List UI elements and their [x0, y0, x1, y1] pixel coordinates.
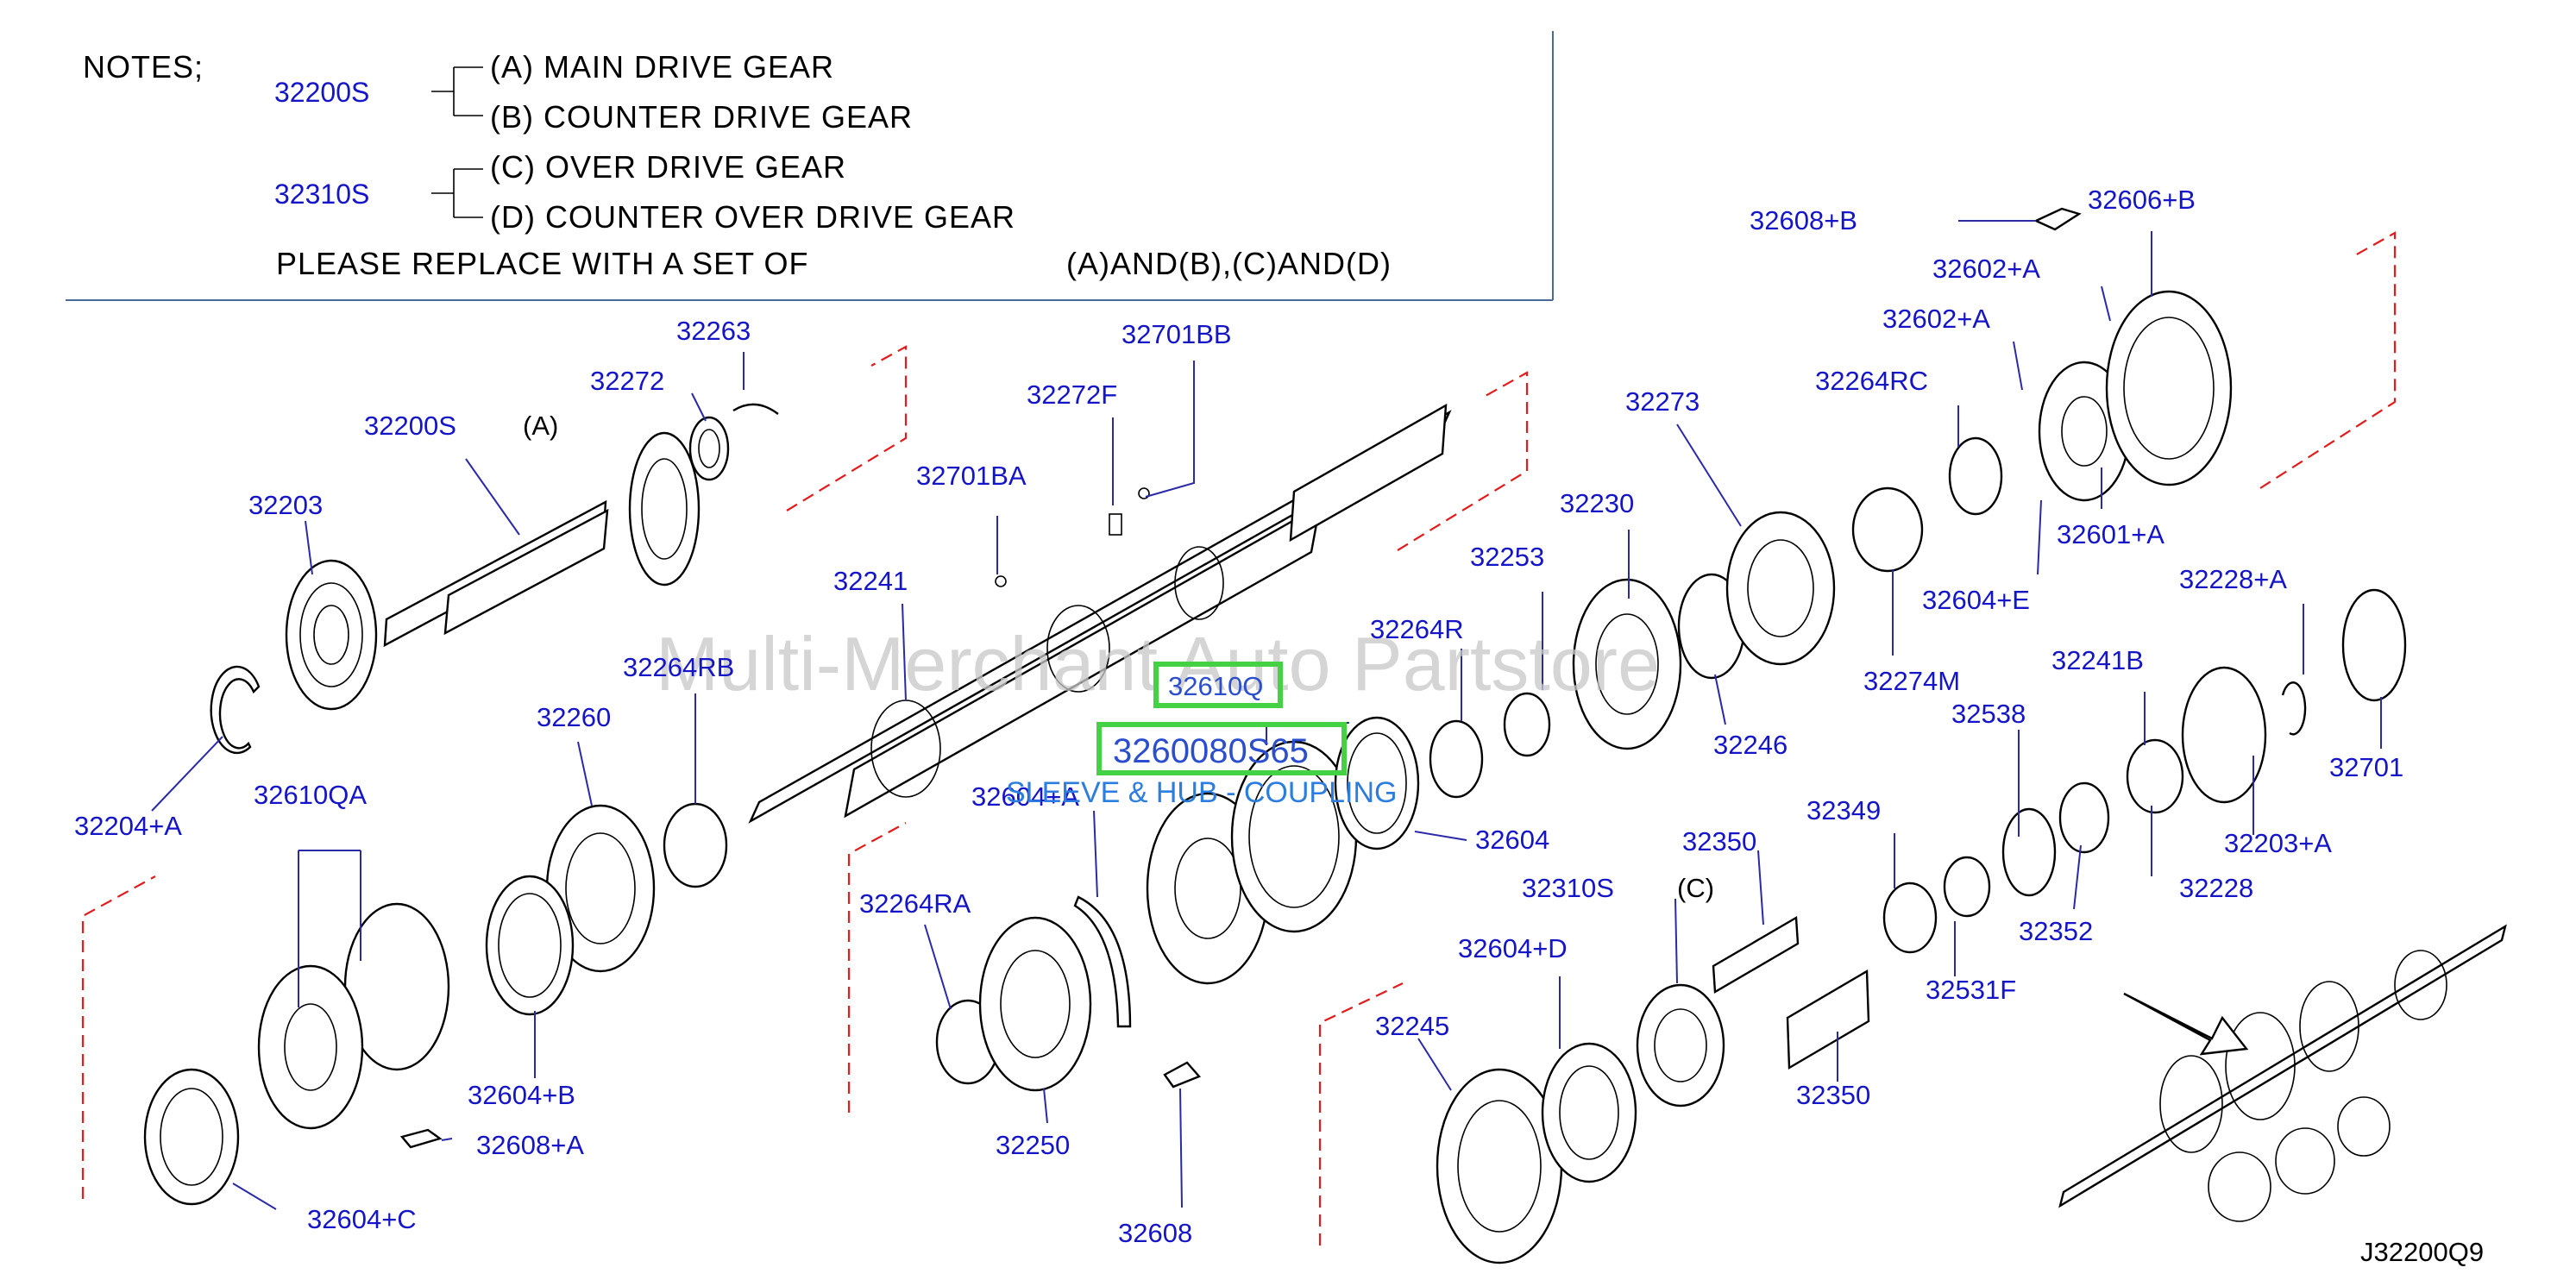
highlight-part-number[interactable]: 3260080S65: [1113, 732, 1309, 770]
part-label-32608A[interactable]: 32608+A: [476, 1130, 584, 1160]
main-shaft: [748, 403, 1452, 824]
section-label-c: (C): [1677, 873, 1714, 903]
part-label-32228[interactable]: 32228: [2179, 873, 2253, 903]
part-label-32604[interactable]: 32604: [1475, 825, 1549, 855]
highlight-part-number-suffix: 80S65: [1209, 732, 1309, 770]
highlight-box-32600: [1096, 722, 1347, 775]
sleeve-hub-coupling: [1146, 740, 1358, 985]
part-label-32272F[interactable]: 32272F: [1027, 380, 1117, 410]
bearing-32203: [285, 559, 378, 711]
insert-32608: [1163, 1061, 1202, 1089]
notes-line-c: (C) OVER DRIVE GEAR: [490, 149, 846, 185]
part-label-32310S[interactable]: 32310S: [1522, 873, 1614, 903]
highlight-description: SLEEVE & HUB - COUPLING: [1006, 776, 1397, 809]
part-label-32350-upper[interactable]: 32350: [1682, 826, 1756, 856]
leader-lines: [151, 220, 2382, 1210]
part-drawings: [143, 207, 2507, 1264]
coupling-32610QA: [257, 902, 450, 1130]
part-label-32602A-upper[interactable]: 32602+A: [1932, 254, 2040, 284]
assembly-thumbnail: [2058, 924, 2507, 1222]
coupling-32606B: [2105, 290, 2233, 486]
highlight-part-number-base: 32600: [1113, 732, 1209, 770]
part-label-32608[interactable]: 32608: [1118, 1218, 1192, 1248]
part-label-32230[interactable]: 32230: [1560, 488, 1634, 518]
drawing-code: J32200Q9: [2360, 1237, 2484, 1267]
bushing-32253: [1503, 692, 1551, 757]
notes-replace-text: PLEASE REPLACE WITH A SET OF: [276, 246, 809, 281]
synchro-ring-32604B: [485, 875, 575, 1016]
part-label-32602A-lower[interactable]: 32602+A: [1882, 304, 1990, 334]
part-label-32250[interactable]: 32250: [996, 1130, 1070, 1160]
part-label-32203A[interactable]: 32203+A: [2224, 828, 2332, 858]
part-label-32604A[interactable]: 32604+A: [971, 781, 1079, 812]
part-label-32274M[interactable]: 32274M: [1863, 666, 1960, 696]
notes-line-a: (A) MAIN DRIVE GEAR: [490, 49, 834, 85]
insert-32608B: [2033, 207, 2082, 231]
part-label-32263[interactable]: 32263: [676, 316, 751, 346]
part-label-32264R[interactable]: 32264R: [1370, 614, 1464, 644]
part-label-32601A[interactable]: 32601+A: [2057, 519, 2164, 549]
needle-bearing-32264RB: [663, 802, 728, 888]
part-label-32531F[interactable]: 32531F: [1926, 975, 2016, 1005]
part-label-32604D[interactable]: 32604+D: [1458, 933, 1568, 963]
notes-box: NOTES; 32200S 32310S (A) MAIN DRIVE GEAR…: [66, 31, 1554, 301]
part-label-32608B[interactable]: 32608+B: [1750, 205, 1857, 235]
part-label-32241B[interactable]: 32241B: [2051, 645, 2144, 675]
part-label-32264RB[interactable]: 32264RB: [623, 652, 734, 682]
part-label-32352[interactable]: 32352: [2019, 916, 2093, 946]
part-label-32701[interactable]: 32701: [2329, 752, 2403, 782]
notes-title: NOTES;: [83, 49, 204, 85]
snap-ring-32204A: [210, 665, 261, 755]
part-label-32604B[interactable]: 32604+B: [468, 1080, 575, 1110]
notes-line-d: (D) COUNTER OVER DRIVE GEAR: [490, 199, 1015, 235]
part-label-32610QA[interactable]: 32610QA: [254, 780, 367, 810]
part-label-32604E[interactable]: 32604+E: [1922, 585, 2030, 615]
part-label-32273[interactable]: 32273: [1625, 386, 1700, 417]
notes-part-32310S[interactable]: 32310S: [274, 179, 369, 210]
gear-32230: [1572, 578, 1682, 750]
bushing-32274M: [1851, 486, 1924, 573]
main-drive-gear-shaft: [383, 403, 779, 648]
part-label-32610Q[interactable]: 32610Q: [1168, 671, 1263, 701]
highlighted-part-callout[interactable]: 3260080S65 SLEEVE & HUB - COUPLING: [1006, 662, 1397, 809]
part-label-32350-lower[interactable]: 32350: [1796, 1080, 1870, 1110]
bearing-32273: [1725, 511, 1836, 666]
part-label-32701BA[interactable]: 32701BA: [916, 461, 1027, 491]
part-label-32349[interactable]: 32349: [1806, 795, 1881, 825]
section-label-a: (A): [523, 411, 558, 441]
part-label-32204A[interactable]: 32204+A: [74, 811, 182, 841]
part-label-32253[interactable]: 32253: [1470, 542, 1544, 572]
notes-replace-sets: (A)AND(B),(C)AND(D): [1066, 246, 1392, 281]
synchro-ring-32604A: [1073, 895, 1132, 1028]
part-label-32246[interactable]: 32246: [1713, 730, 1787, 760]
part-label-32260[interactable]: 32260: [537, 702, 611, 732]
counter-shaft: [1436, 588, 2407, 1264]
gear-32250: [978, 916, 1092, 1092]
synchro-ring-32604C: [143, 1068, 240, 1206]
part-label-32241[interactable]: 32241: [833, 566, 908, 596]
part-label-32538[interactable]: 32538: [1951, 699, 2026, 729]
section-cut-lines: [81, 231, 2397, 1245]
needle-bearing-32264RC: [1948, 436, 2003, 516]
synchro-ring-32604: [1334, 716, 1420, 850]
part-label-32264RA[interactable]: 32264RA: [859, 888, 971, 919]
part-label-32245[interactable]: 32245: [1375, 1011, 1449, 1041]
part-number-callouts: 32608+B 32606+B 32602+A 32602+A 32264RC …: [74, 185, 2403, 1248]
part-label-32701BB[interactable]: 32701BB: [1122, 319, 1232, 349]
part-label-32200S[interactable]: 32200S: [364, 411, 456, 441]
highlight-box-32610Q: [1153, 662, 1283, 708]
part-label-32264RC[interactable]: 32264RC: [1815, 366, 1928, 396]
needle-bearing-32264R: [1429, 719, 1484, 799]
insert-32608A: [399, 1128, 443, 1149]
part-label-32606B[interactable]: 32606+B: [2088, 185, 2196, 215]
notes-line-b: (B) COUNTER DRIVE GEAR: [490, 99, 913, 135]
part-label-32228A[interactable]: 32228+A: [2179, 564, 2287, 594]
notes-part-32200S[interactable]: 32200S: [274, 77, 369, 108]
part-label-32272[interactable]: 32272: [590, 366, 664, 396]
part-label-32203[interactable]: 32203: [248, 490, 323, 520]
part-label-32604C[interactable]: 32604+C: [307, 1204, 417, 1234]
